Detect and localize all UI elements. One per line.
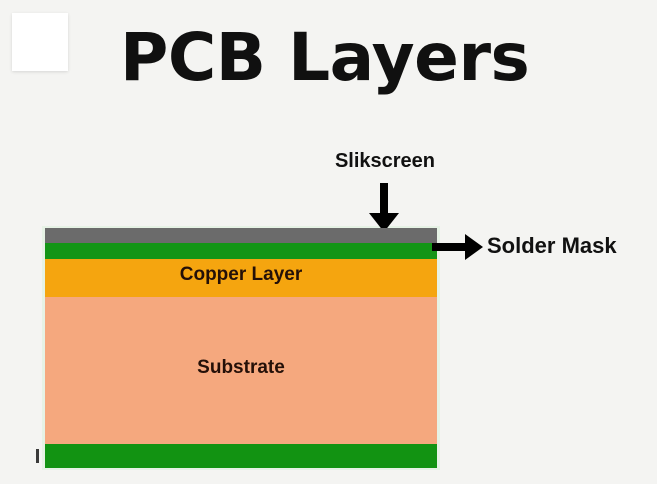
layer-copper xyxy=(45,259,437,297)
layer-label-copper: Copper Layer xyxy=(179,264,303,285)
blank-white-card xyxy=(12,13,68,71)
layer-silkscreen xyxy=(45,228,437,243)
edge-tick-mark xyxy=(36,449,39,463)
pcb-layer-stack: Copper Layer Substrate xyxy=(42,226,440,470)
layer-solder-mask-top xyxy=(45,243,437,259)
arrow-right-icon xyxy=(432,234,483,260)
callout-label-slikscreen: Slikscreen xyxy=(334,150,436,172)
callout-label-solder-mask: Solder Mask xyxy=(487,233,617,258)
layer-label-substrate: Substrate xyxy=(197,357,285,378)
layer-substrate xyxy=(45,297,437,444)
arrow-down-icon xyxy=(369,183,399,232)
layer-solder-mask-bottom xyxy=(45,444,437,468)
page-title: PCB Layers xyxy=(120,19,530,96)
